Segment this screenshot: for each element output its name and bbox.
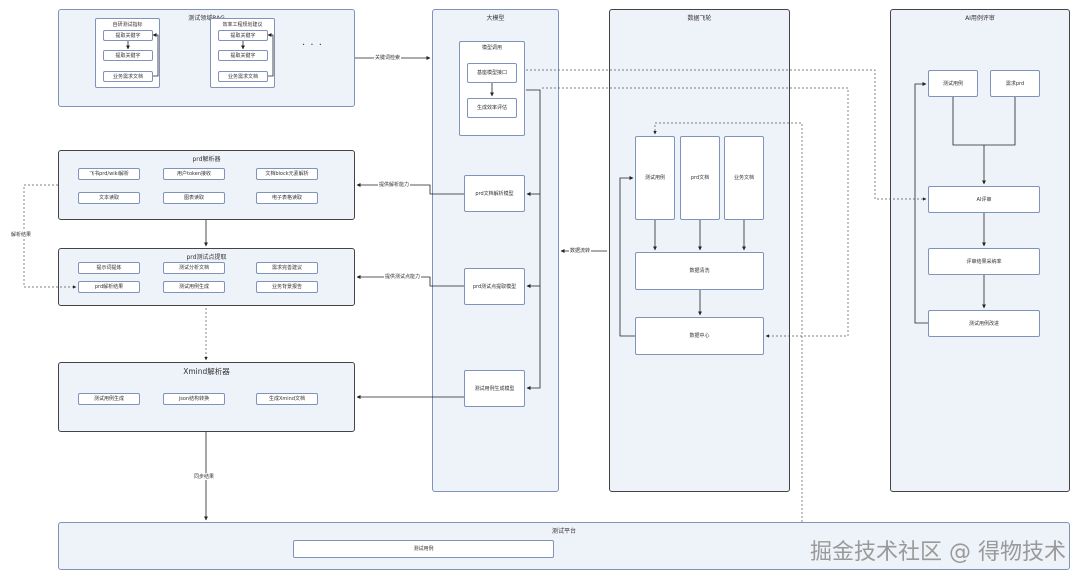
prdtest-item-5[interactable]: 测试用例生成 [163, 281, 225, 293]
flywheel-panel: 数据飞轮 [609, 9, 790, 492]
flywheel-item-1[interactable]: 测试用例 [635, 136, 675, 220]
llm-model-group: 模型调用 [459, 41, 525, 136]
test-platform-item[interactable]: 测试用例 [293, 540, 554, 558]
label-retrieve: 关键词检索 [374, 54, 402, 61]
ai-test-case[interactable]: 测试用例 [928, 70, 978, 97]
xmind-item-2[interactable]: json结构转换 [163, 393, 225, 405]
label-parse-result: 解析结果 [10, 231, 33, 238]
llm-efficiency[interactable]: 生成效率评估 [467, 98, 517, 118]
llm-title: 大模型 [486, 15, 505, 22]
parser-item-5[interactable]: 图表读取 [163, 192, 225, 204]
xmind-item-3[interactable]: 生成Xmind文档 [256, 393, 318, 405]
xmind-item-1[interactable]: 测试用例生成 [78, 393, 140, 405]
flywheel-item-2[interactable]: prd文档 [680, 136, 720, 220]
parser-item-4[interactable]: 文本读取 [78, 192, 140, 204]
ai-requirement-prd[interactable]: 需求prd [990, 70, 1040, 97]
ai-review[interactable]: AI评审 [928, 186, 1040, 213]
rag-group-1-title: 自研测试指标 [112, 22, 143, 28]
label-extract-cap: 提供测试点能力 [384, 273, 422, 280]
prdtest-item-4[interactable]: prd解析结果 [78, 281, 140, 293]
prd-test-title: prd测试点提取 [186, 254, 227, 261]
rag-group-2-item-3[interactable]: 业务需求文档 [218, 71, 268, 82]
rag-group-1-item-3[interactable]: 业务需求文档 [103, 71, 153, 82]
test-platform-panel: 测试平台 [58, 522, 1070, 570]
watermark: 掘金技术社区 @ 得物技术 [810, 540, 1066, 565]
rag-ellipsis: · · · [302, 40, 323, 51]
llm-prd-parse-model[interactable]: prd文档解析模型 [464, 175, 525, 212]
ai-case-improve[interactable]: 测试用例改进 [928, 310, 1040, 337]
prd-test-panel: prd测试点提取 [58, 248, 355, 306]
label-sync-result: 同步结果 [193, 473, 216, 480]
llm-prd-extract-model[interactable]: prd测试点提取模型 [464, 268, 525, 305]
prdtest-item-6[interactable]: 业务背景报告 [256, 281, 318, 293]
rag-group-1-item-1[interactable]: 提取关键字 [103, 30, 153, 41]
parser-item-6[interactable]: 电子表格读取 [256, 192, 318, 204]
flywheel-clean[interactable]: 数据清洗 [635, 252, 764, 290]
xmind-title: Xmind解析器 [183, 367, 230, 376]
llm-model-group-title: 模型调用 [481, 45, 502, 51]
flywheel-item-3[interactable]: 业务文档 [724, 136, 764, 220]
prdtest-item-3[interactable]: 需求完善建议 [256, 262, 318, 274]
prd-parser-title: prd解析器 [192, 156, 221, 163]
rag-group-2-item-2[interactable]: 提取关键字 [218, 50, 268, 61]
rag-title: 测试领域RAG [188, 15, 225, 22]
label-parse-cap: 提供解析能力 [378, 181, 411, 188]
rag-group-2-title: 效率工程规划建议 [222, 22, 263, 28]
flywheel-center[interactable]: 数据中心 [635, 317, 764, 355]
prdtest-item-1[interactable]: 提示词提炼 [78, 262, 140, 274]
parser-item-3[interactable]: 文档block元素解析 [256, 168, 318, 180]
ai-review-title: AI用例评审 [965, 15, 995, 22]
rag-group-1-item-2[interactable]: 提取关键字 [103, 50, 153, 61]
rag-group-2-item-1[interactable]: 提取关键字 [218, 30, 268, 41]
ai-adoption-rate[interactable]: 评审结果采纳率 [928, 248, 1040, 275]
test-platform-title: 测试平台 [551, 528, 576, 535]
llm-base-model[interactable]: 基座模型接口 [467, 63, 517, 83]
label-data-flow: 数据流转 [569, 247, 592, 254]
parser-item-1[interactable]: 飞书prd/wiki解析 [78, 168, 140, 180]
flywheel-title: 数据飞轮 [687, 15, 712, 22]
prd-parser-panel: prd解析器 [58, 150, 355, 220]
llm-case-gen-model[interactable]: 测试用例生成模型 [464, 370, 525, 407]
prdtest-item-2[interactable]: 测试分析文档 [163, 262, 225, 274]
parser-item-2[interactable]: 用户token接收 [163, 168, 225, 180]
